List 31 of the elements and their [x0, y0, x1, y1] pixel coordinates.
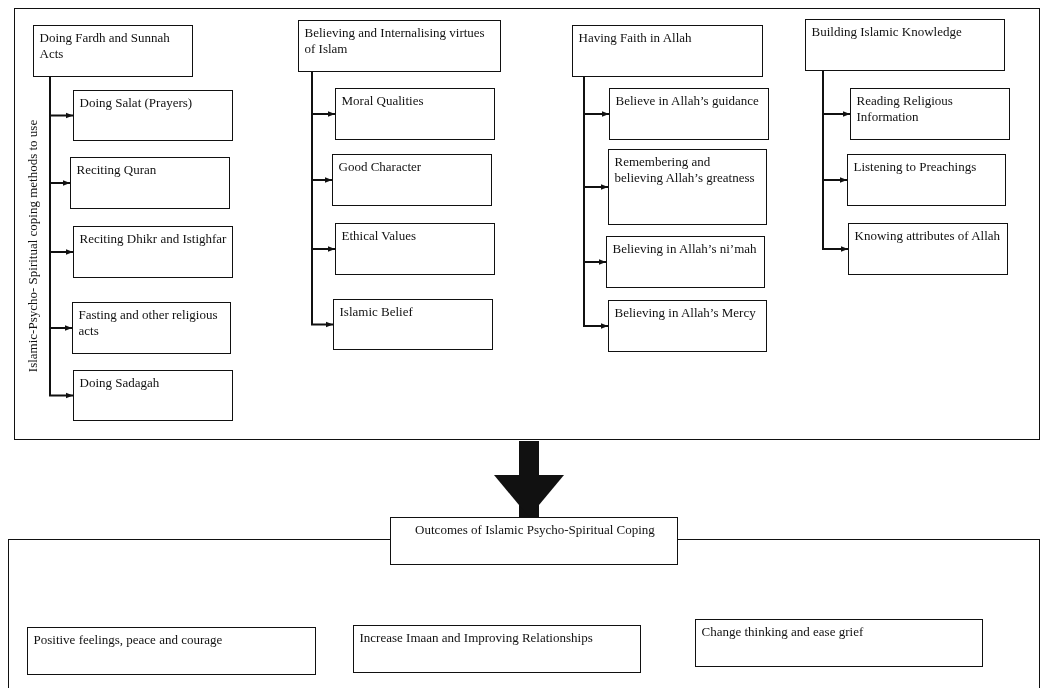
item-box: Reciting Quran	[69, 156, 230, 209]
arrow	[822, 70, 849, 252]
category-box: Building Islamic Knowledge	[804, 18, 1005, 71]
item-box: Reciting Dhikr and Istighfar	[72, 225, 233, 278]
category-box: Having Faith in Allah	[571, 24, 763, 77]
arrow	[311, 71, 334, 328]
arrow	[49, 76, 74, 399]
item-box: Believing in Allah’s Mercy	[607, 299, 767, 352]
item-box: Doing Salat (Prayers)	[72, 89, 233, 141]
item-box: Islamic Belief	[332, 298, 493, 350]
category-box: Believing and Internalising virtues of Islam	[297, 19, 501, 72]
item-box: Ethical Values	[334, 222, 495, 275]
outcome-title-box: Outcomes of Islamic Psycho-Spiritual Coping	[390, 517, 678, 565]
item-box: Positive feelings, peace and courage	[26, 626, 316, 675]
item-box: Fasting and other religious acts	[71, 301, 231, 354]
item-box: Believing in Allah’s ni’mah	[605, 235, 765, 288]
container-box	[14, 8, 1040, 440]
item-box: Increase Imaan and Improving Relationships	[352, 624, 641, 673]
item-box: Doing Sadagah	[72, 369, 233, 421]
category-box: Doing Fardh and Sunnah Acts	[32, 24, 193, 77]
item-box: Reading Religious Information	[849, 87, 1010, 140]
arrow	[583, 76, 609, 329]
item-box: Knowing attributes of Allah	[847, 222, 1008, 275]
vertical-label: Islamic-Psycho- Spiritual coping methods to use	[25, 119, 41, 373]
item-box: Moral Qualities	[334, 87, 495, 140]
block-arrow	[494, 441, 564, 517]
item-box: Believe in Allah’s guidance	[608, 87, 769, 140]
item-box: Remembering and believing Allah’s greatness	[607, 148, 767, 225]
item-box: Listening to Preachings	[846, 153, 1006, 206]
item-box: Change thinking and ease grief	[694, 618, 983, 667]
item-box: Good Character	[331, 153, 492, 206]
